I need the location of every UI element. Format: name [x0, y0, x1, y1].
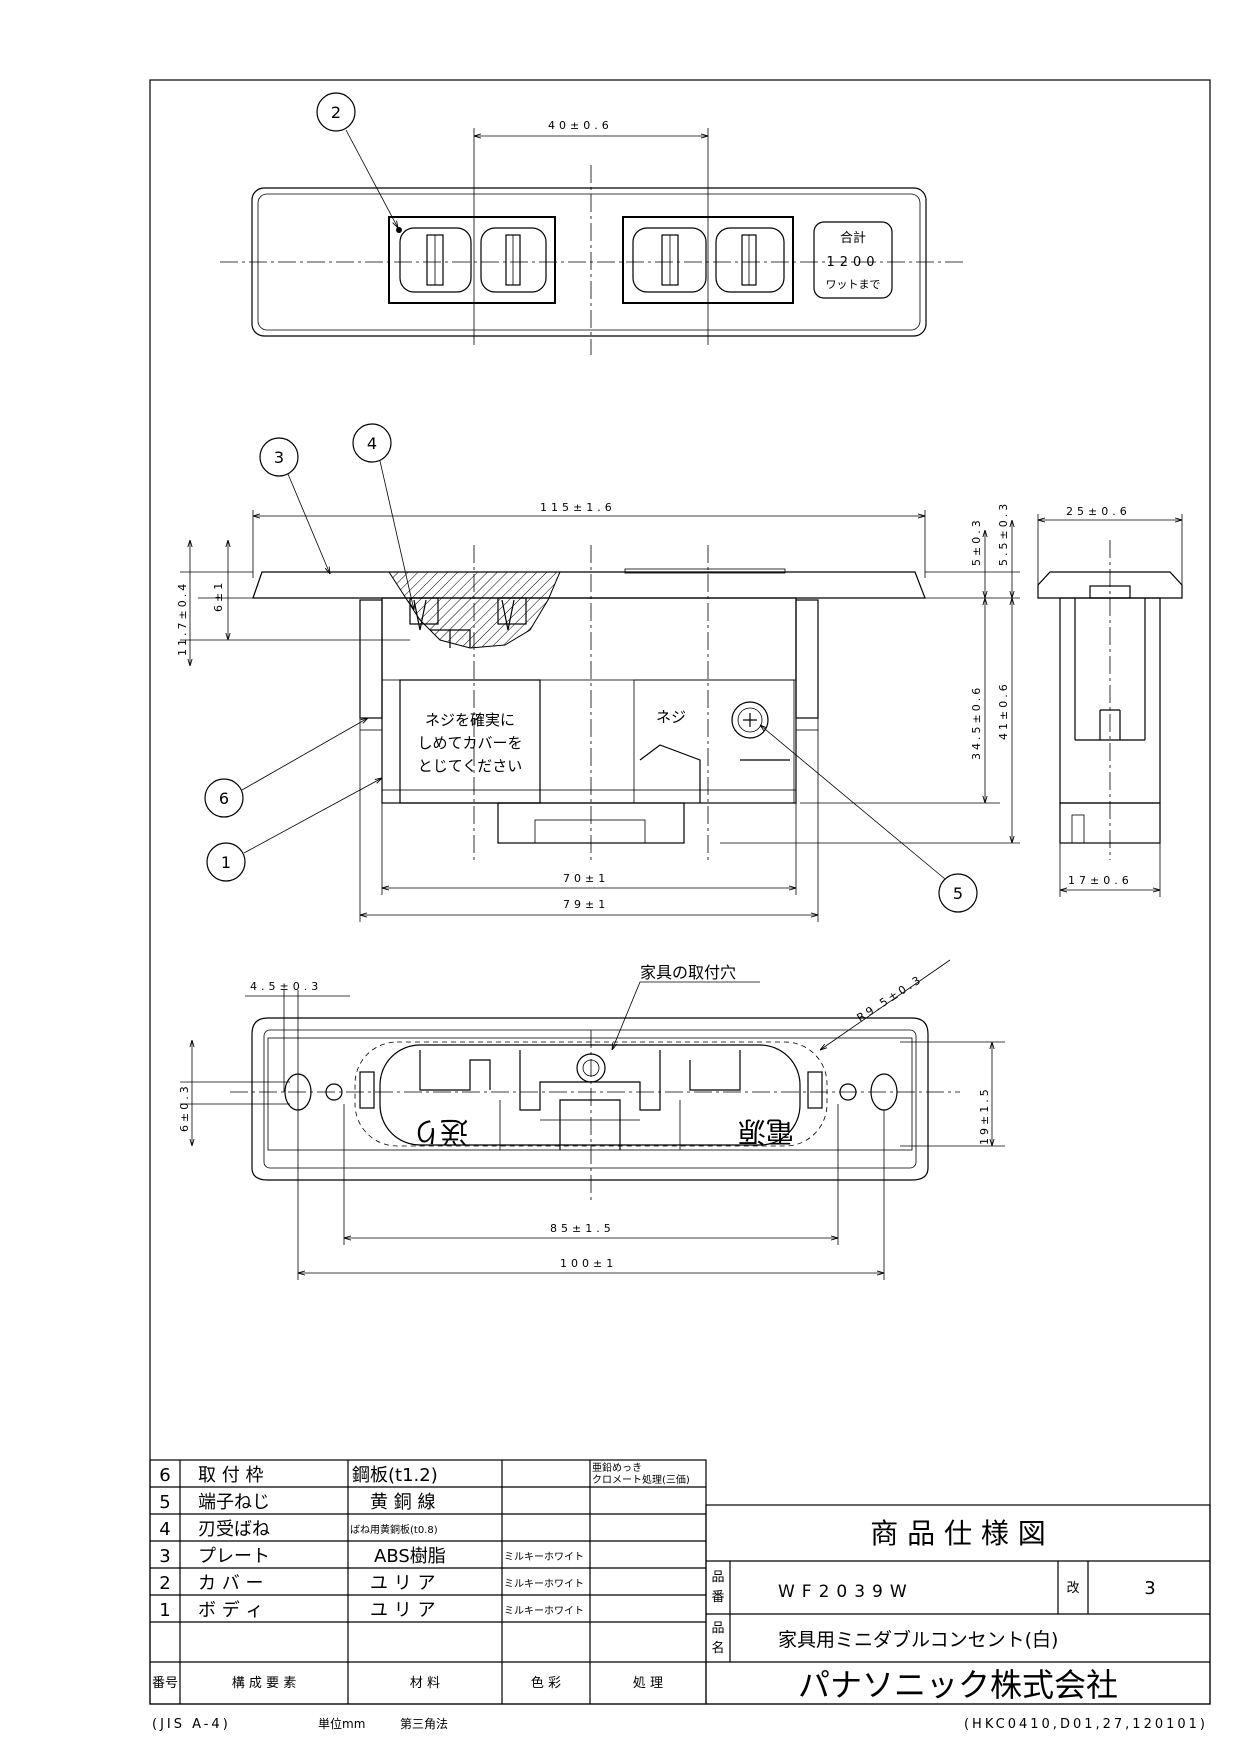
dim-100: 100±1 [560, 1257, 617, 1270]
header-material: 材 料 [410, 1676, 440, 1691]
footer-doc-code: (HKC0410,D01,27,120101) [964, 1717, 1208, 1732]
header-color: 色 彩 [531, 1675, 561, 1691]
product-name: 家具用ミニダブルコンセント(白) [778, 1628, 1058, 1651]
rear-view: 送り 電源 家具の取付穴 4.5±0.3 R9.5±0.3 6±0.3 19±1… [178, 959, 1005, 1280]
name-label-1: 品 [711, 1621, 724, 1636]
footer-standard: (JIS A-4) [152, 1717, 231, 1732]
parts-table: 6 取 付 枠 鋼板(t1.2) 亜鉛めっき クロメート処理(三価) 5 端子ね… [149, 1459, 707, 1705]
row4-material: ばね用黄銅板(t0.8) [350, 1523, 438, 1536]
row1-color: ミルキーホワイト [504, 1605, 584, 1617]
front-view: 40±0.6 合計 1200 ワットまで [220, 119, 965, 355]
row2-name: カ バ ー [198, 1573, 263, 1594]
rev-label: 改 [1066, 1581, 1079, 1596]
header-name: 構 成 要 素 [232, 1676, 296, 1691]
balloon-3: 3 [274, 448, 284, 467]
part-no-label-2: 番 [711, 1590, 724, 1605]
dim-19: 19±1.5 [978, 1086, 991, 1145]
footer-unit: 単位mm [318, 1716, 365, 1731]
mark-power: 電源 [738, 1115, 794, 1148]
title-block: 商 品 仕 様 図 品 番 WF2039W 改 3 品 名 家具用ミニダブルコン… [705, 1504, 1211, 1705]
dim-70: 70±1 [563, 872, 609, 885]
row2-material: ユ リ ア [370, 1573, 435, 1594]
row3-name: プレート [198, 1546, 270, 1567]
row3-no: 3 [159, 1546, 170, 1567]
row5-name: 端子ねじ [198, 1492, 270, 1513]
dim-25: 25±0.6 [1066, 505, 1131, 518]
row5-no: 5 [159, 1492, 170, 1513]
part-no-label-1: 品 [711, 1570, 724, 1585]
terminal-screw [731, 701, 769, 739]
badge-line2: 1200 [826, 255, 879, 270]
rear-plate [251, 1017, 929, 1181]
row3-material: ABS樹脂 [374, 1546, 446, 1567]
row1-material: ユ リ ア [370, 1600, 435, 1621]
dim-41: 41±0.6 [997, 681, 1010, 740]
badge-line3: ワットまで [826, 278, 881, 291]
rev: 3 [1144, 1578, 1155, 1599]
balloons: 2 3 4 5 6 1 [204, 92, 978, 913]
dim-11-7: 11.7±0.4 [176, 581, 189, 656]
end-plate [1037, 571, 1183, 599]
row1-no: 1 [159, 1600, 170, 1621]
side-label [399, 679, 541, 804]
label-line2: しめてカバーを [417, 734, 522, 752]
dim-6-0-3: 6±0.3 [178, 1083, 191, 1132]
title-text: 商 品 仕 様 図 [870, 1517, 1046, 1550]
dim-r9-5: R9.5±0.3 [855, 972, 926, 1024]
dim-79: 79±1 [563, 898, 609, 911]
dim-17: 17±0.6 [1068, 874, 1133, 887]
side-view: 115±1.6 ネジを確実に しめてカバーを とじてください ネジ 1 [176, 501, 1020, 922]
name-label-2: 名 [711, 1640, 724, 1656]
dim-40: 40±0.6 [548, 119, 613, 132]
dim-5-5: 5.5±0.3 [997, 501, 1010, 566]
balloon-4: 4 [367, 434, 377, 453]
balloon-2: 2 [331, 103, 341, 122]
row6-treat1: 亜鉛めっき [592, 1461, 642, 1474]
outlet-left [388, 216, 556, 304]
side-plate [252, 571, 926, 599]
mark-send: 送り [412, 1115, 468, 1148]
dim-6: 6±1 [212, 580, 225, 612]
end-view: 25±0.6 17±0.6 [1037, 505, 1183, 897]
rear-frame [354, 1041, 828, 1147]
callout-hole: 家具の取付穴 [640, 963, 736, 982]
badge-line1: 合計 [840, 230, 866, 246]
screw-label: ネジ [656, 708, 686, 726]
dim-34-5: 34.5±0.6 [970, 685, 983, 760]
dim-4-5: 4.5±0.3 [250, 980, 322, 993]
dim-85: 85±1.5 [550, 1222, 615, 1235]
row6-material: 鋼板(t1.2) [352, 1465, 438, 1486]
label-line1: ネジを確実に [425, 711, 515, 729]
row6-name: 取 付 枠 [198, 1465, 263, 1486]
balloon-1: 1 [221, 853, 231, 872]
row6-treat2: クロメート処理(三価) [592, 1473, 690, 1486]
balloon-5: 5 [953, 884, 963, 903]
part-no: WF2039W [778, 1582, 914, 1602]
row2-color: ミルキーホワイト [504, 1578, 584, 1590]
company-name: パナソニック株式会社 [798, 1666, 1118, 1704]
row5-material: 黄 銅 線 [370, 1492, 435, 1513]
balloon-6: 6 [219, 789, 229, 808]
front-plate [251, 187, 927, 337]
dim-5: 5±0.3 [970, 517, 983, 566]
header-no: 番号 [152, 1676, 178, 1691]
row1-name: ボ デ ィ [198, 1600, 263, 1621]
mark-dot [396, 227, 402, 233]
label-line3: とじてください [418, 757, 523, 775]
row3-color: ミルキーホワイト [504, 1551, 584, 1563]
plate-section [388, 571, 561, 649]
outlet-right [622, 216, 794, 304]
header-treatment: 処 理 [633, 1676, 663, 1691]
row4-no: 4 [159, 1519, 170, 1540]
dim-115: 115±1.6 [540, 501, 616, 514]
footer-projection: 第三角法 [400, 1717, 448, 1731]
footer: (JIS A-4) 単位mm 第三角法 (HKC0410,D01,27,1201… [152, 1716, 1208, 1732]
wattage-badge [813, 221, 893, 299]
row6-no: 6 [159, 1465, 170, 1486]
row2-no: 2 [159, 1573, 170, 1594]
row4-name: 刃受ばね [198, 1519, 270, 1540]
